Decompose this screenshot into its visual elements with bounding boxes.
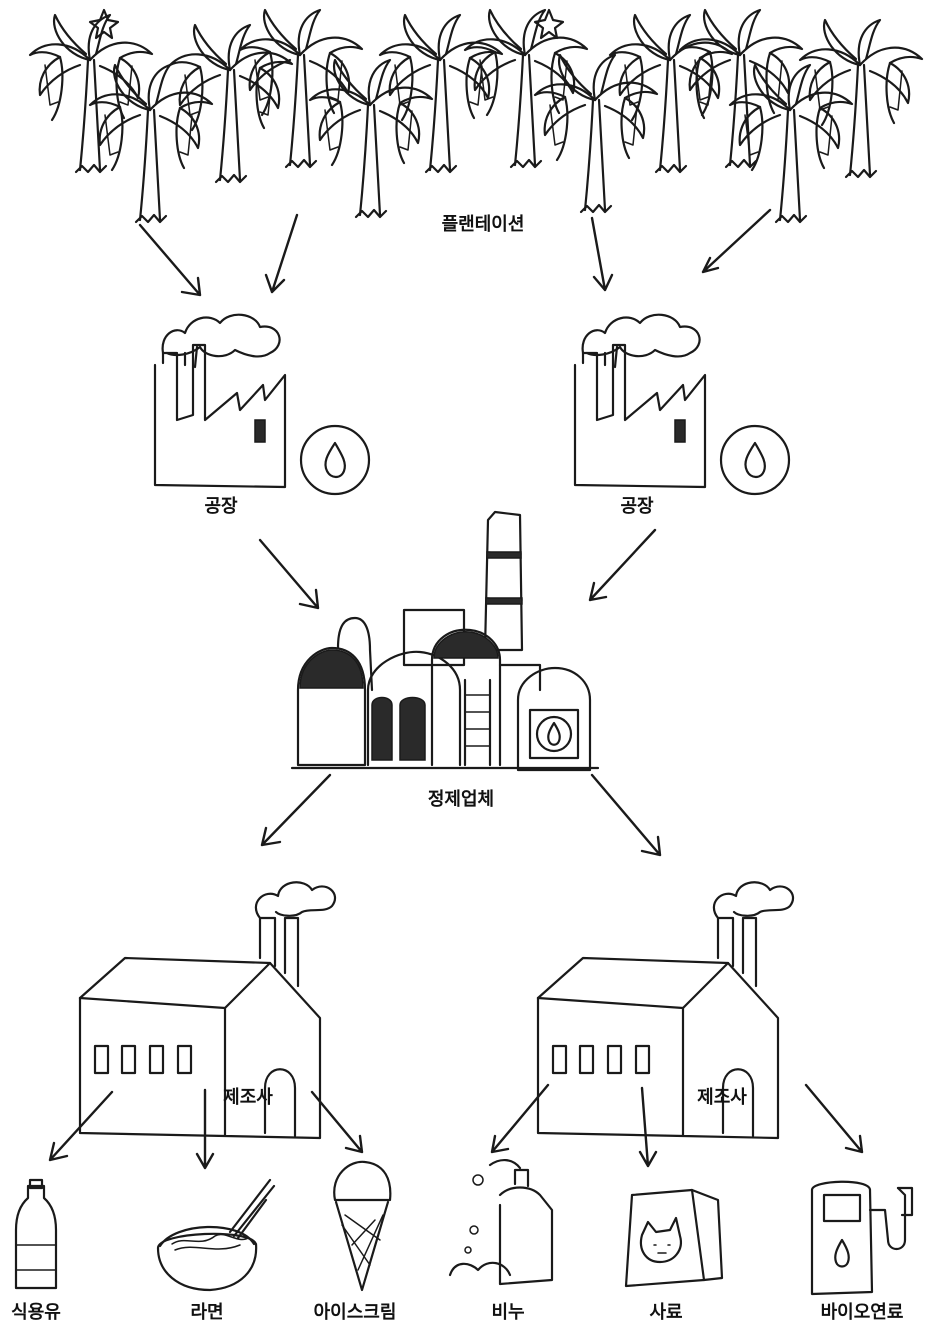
mill-right-label: 공장 [620, 496, 654, 517]
plantation-label: 플랜테이션 [441, 214, 525, 235]
product-label: 식용유 [11, 1302, 61, 1323]
arrows-plantation-to-mills [138, 208, 772, 297]
arrows-manufacturers-to-products [48, 1083, 864, 1170]
product-label: 바이오연료 [820, 1302, 904, 1323]
ice-cream-icon [333, 1160, 392, 1292]
product-label: 아이스크림 [313, 1302, 397, 1323]
soap-icon [448, 1159, 554, 1286]
manufacturer-left-label: 제조사 [223, 1087, 273, 1108]
product-label: 라면 [190, 1302, 224, 1323]
refinery-icon [290, 510, 600, 772]
palm-trees-icon [28, 8, 924, 224]
manufacturer-right-icon [536, 881, 795, 1140]
product-label: 사료 [649, 1302, 683, 1323]
mill-right-icon [573, 313, 791, 496]
fuel-pump-icon [810, 1180, 914, 1296]
noodle-bowl-icon [156, 1178, 276, 1292]
refinery-label: 정제업체 [427, 789, 495, 810]
oil-bottle-icon [14, 1178, 58, 1290]
pet-food-icon [624, 1188, 724, 1288]
product-label: 비누 [491, 1302, 525, 1323]
manufacturer-right-label: 제조사 [697, 1087, 747, 1108]
mill-left-icon [153, 313, 371, 496]
arrows-refinery-to-manufacturers [260, 773, 662, 857]
mill-left-label: 공장 [204, 496, 238, 517]
arrows-mills-to-refinery [258, 528, 657, 610]
manufacturer-left-icon [78, 881, 337, 1140]
